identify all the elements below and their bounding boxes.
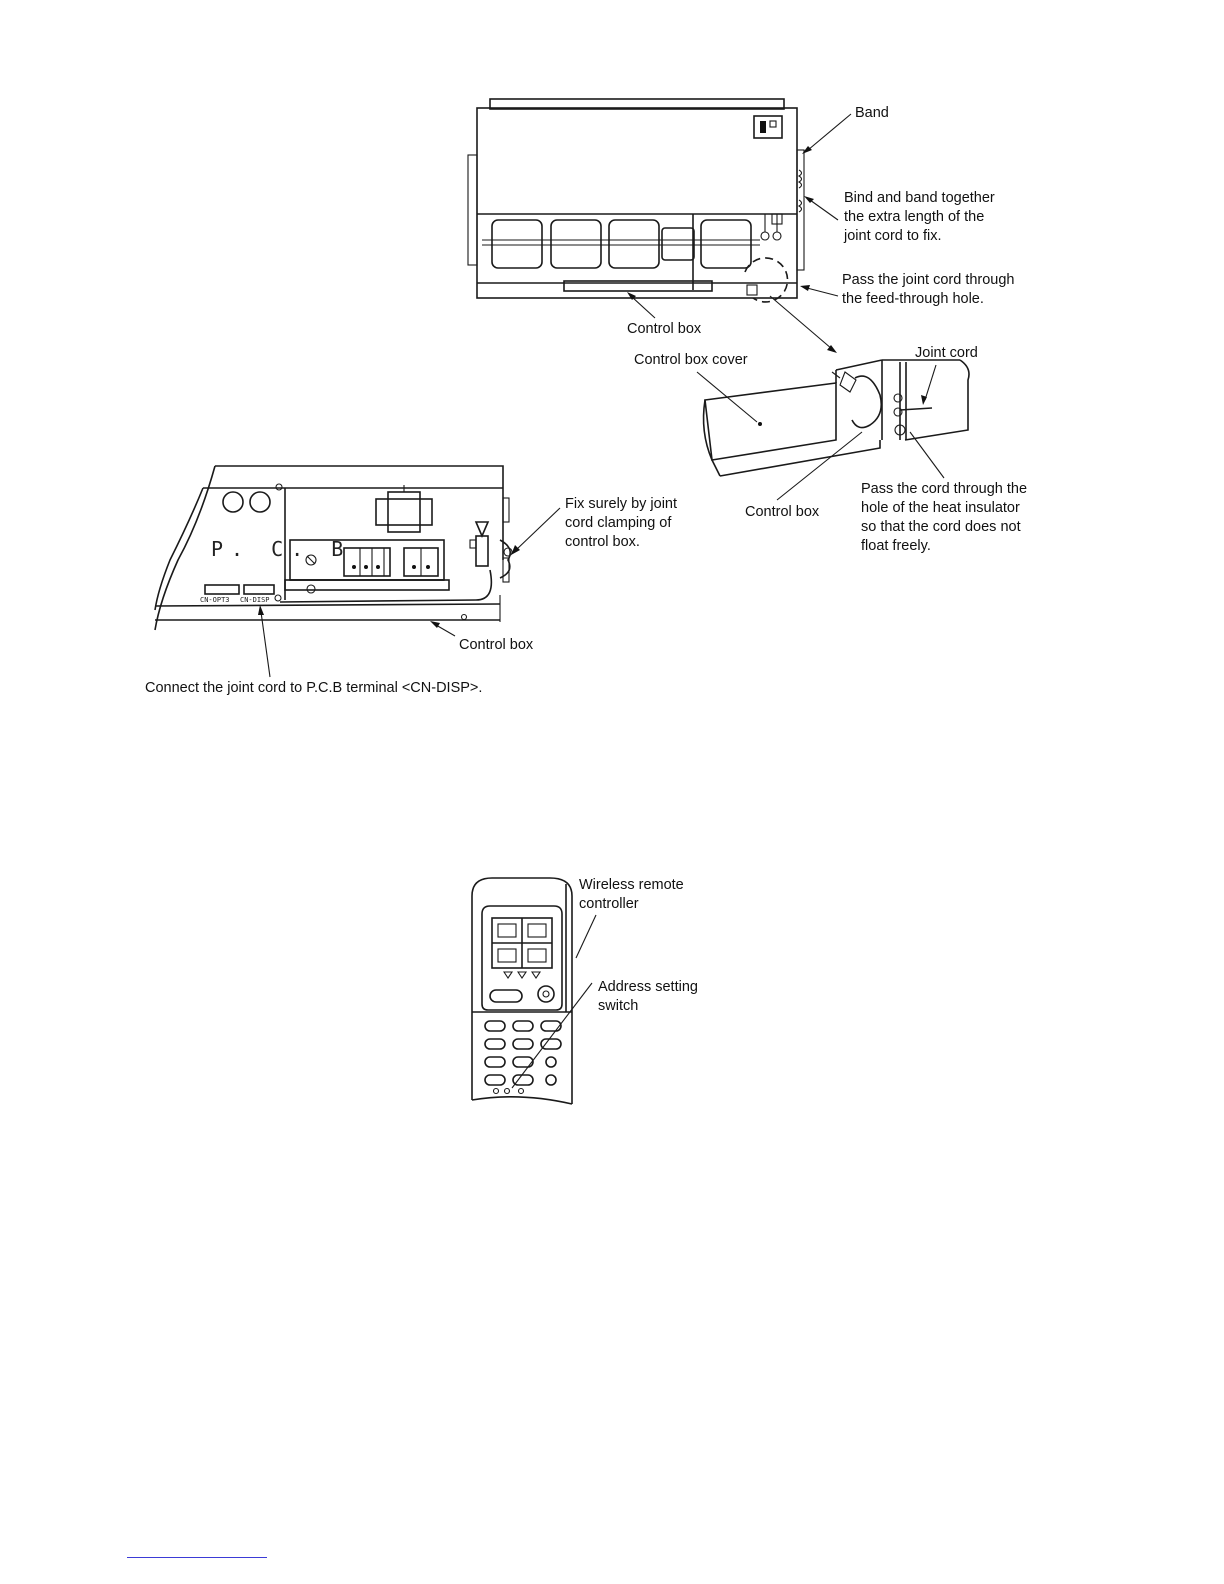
- control-box-strip: [563, 280, 713, 292]
- cn-disp-label: CN-DISP: [240, 596, 270, 604]
- joint-cord-label: Joint cord: [915, 345, 978, 361]
- control-box-cover: [704, 382, 837, 461]
- cn-opt3-connector: [204, 584, 240, 595]
- pcb-label: P. C. B: [211, 537, 351, 561]
- pcb-circle-1: [222, 491, 244, 513]
- footer-link-line[interactable]: [127, 1557, 267, 1558]
- cn-disp-connector: [243, 584, 275, 595]
- component-5: [700, 219, 752, 269]
- cn-opt3-label: CN-OPT3: [200, 596, 230, 604]
- transformer: [387, 491, 421, 533]
- bind-label: Bind and band together the extra length …: [844, 190, 995, 244]
- remote-keypad: [484, 1020, 562, 1086]
- remote-round-button: [537, 985, 555, 1003]
- remote-oval-button: [489, 989, 523, 1003]
- component-4: [661, 227, 695, 261]
- component-2: [550, 219, 602, 269]
- detail-circle: [744, 257, 789, 303]
- pcb-circle-2: [249, 491, 271, 513]
- wireless-label: Wireless remote controller: [579, 877, 684, 912]
- band-label: Band: [855, 105, 889, 121]
- control-box-cover-label: Control box cover: [634, 352, 748, 368]
- component-1: [491, 219, 543, 269]
- address-label: Address setting switch: [598, 979, 698, 1014]
- pass-feed-label: Pass the joint cord through the feed-thr…: [842, 272, 1015, 307]
- remote-body: [471, 877, 573, 1104]
- unit-body: [476, 107, 798, 299]
- control-box-label-2: Control box: [459, 637, 534, 653]
- control-box-top-label: Control box: [627, 321, 702, 337]
- component-3: [608, 219, 660, 269]
- control-box-detail-label: Control box: [745, 504, 820, 520]
- indicator-icon: [753, 115, 783, 139]
- fix-surely-label: Fix surely by joint cord clamping of con…: [565, 496, 678, 550]
- remote-display: [481, 905, 563, 1011]
- connect-label: Connect the joint cord to P.C.B terminal…: [145, 680, 483, 696]
- control-box-outline: [215, 465, 504, 560]
- pass-insulator-label: Pass the cord through the hole of the he…: [861, 481, 1028, 554]
